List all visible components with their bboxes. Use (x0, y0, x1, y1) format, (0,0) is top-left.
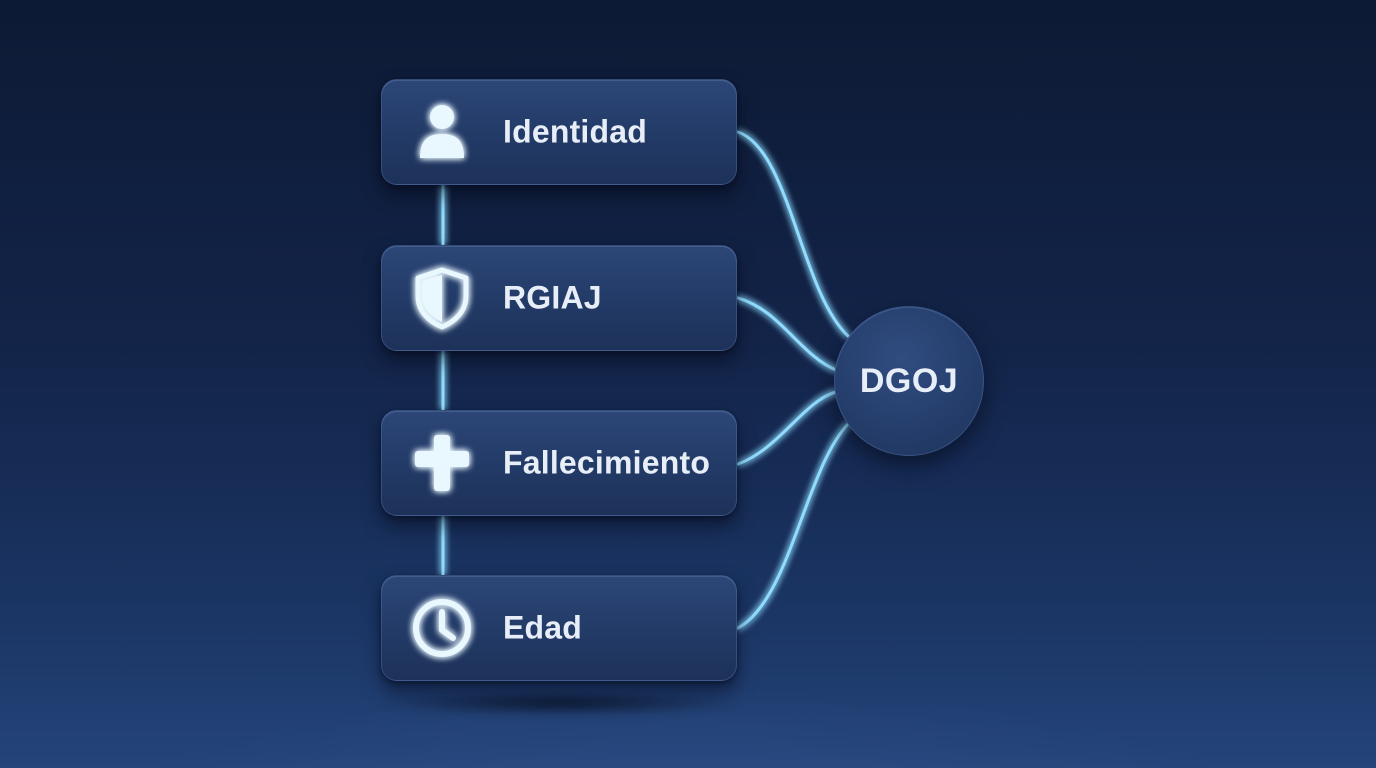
card-fallecimiento: Fallecimiento (381, 410, 737, 516)
card-label: RGIAJ (503, 279, 602, 316)
connector-rgiaj-to-hub (736, 296, 838, 372)
card-label: Identidad (503, 113, 648, 150)
hub-label: DGOJ (859, 361, 959, 400)
shield-icon (410, 266, 474, 330)
connector-edad-to-hub (736, 422, 850, 630)
card-rgiaj: RGIAJ (381, 245, 737, 351)
card-edad: Edad (381, 575, 737, 681)
clock-icon (410, 596, 474, 660)
connector-fallecimiento-to-hub (736, 390, 838, 466)
hub-node: DGOJ (834, 306, 984, 456)
person-icon (410, 100, 474, 164)
card-label: Fallecimiento (503, 444, 711, 481)
cross-icon (410, 431, 474, 495)
connector-identidad-to-hub (736, 130, 850, 338)
card-label: Edad (503, 609, 583, 646)
floor-shadow (380, 690, 740, 716)
card-identidad: Identidad (381, 79, 737, 185)
